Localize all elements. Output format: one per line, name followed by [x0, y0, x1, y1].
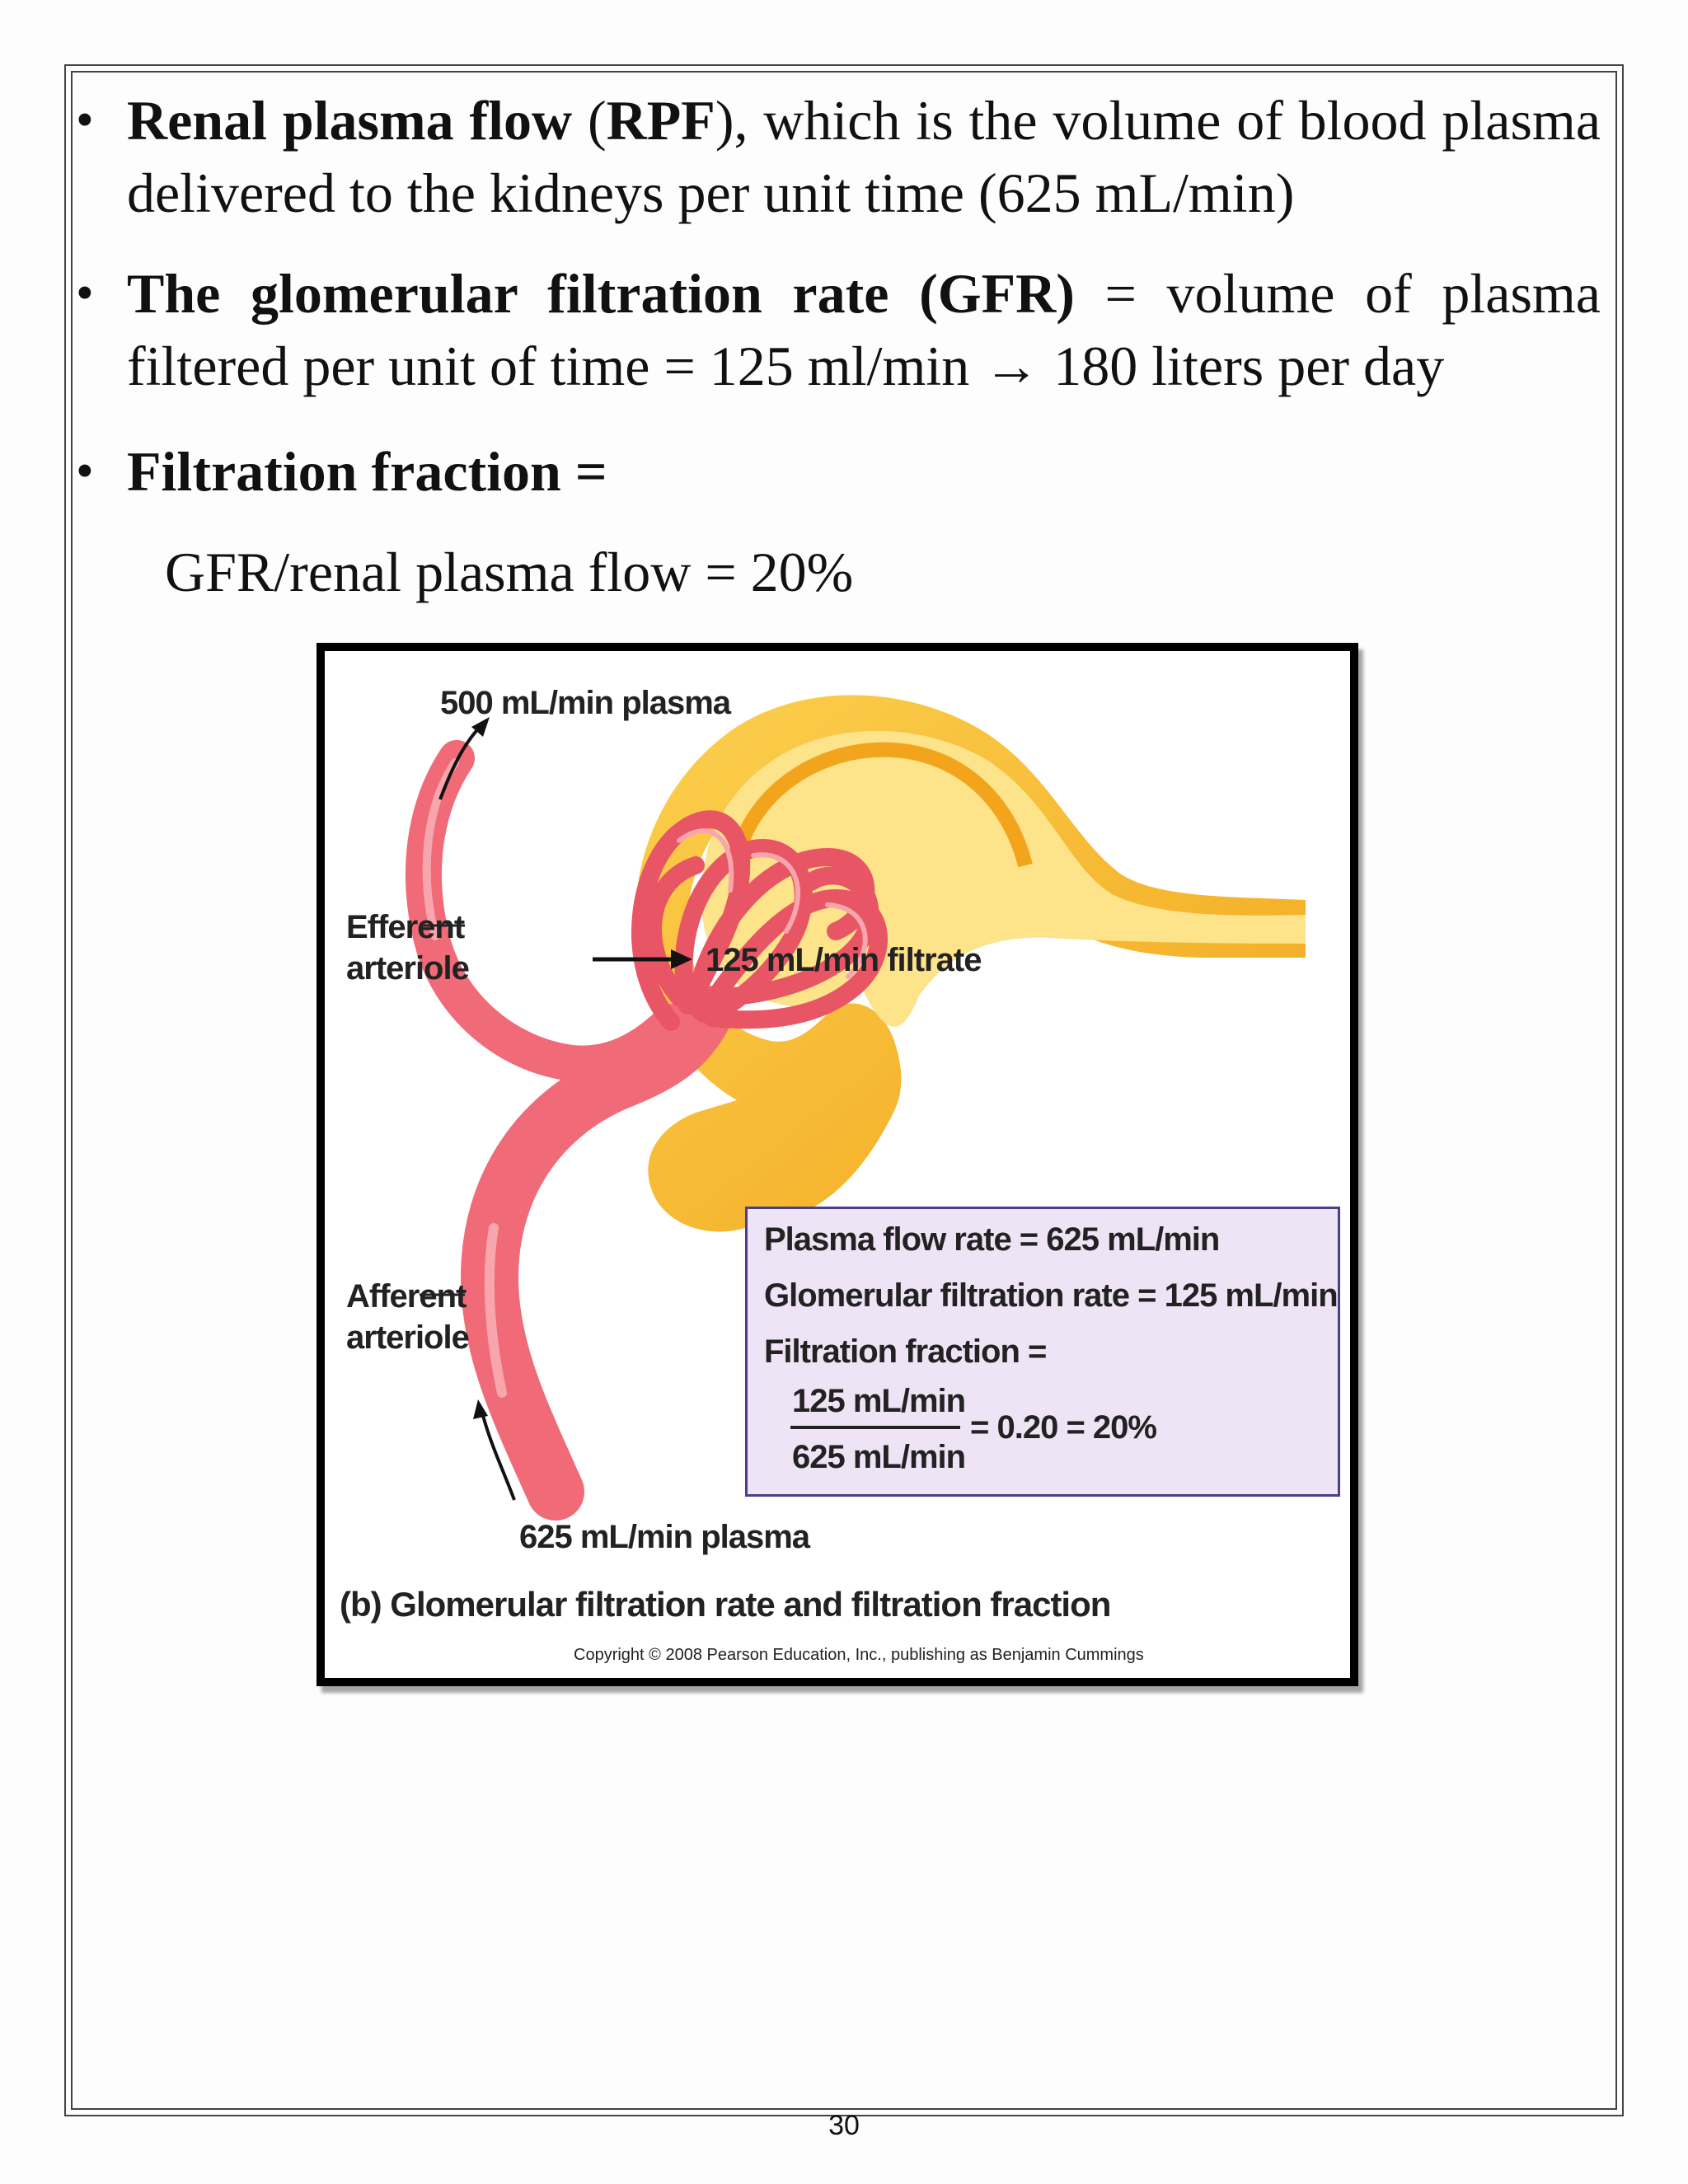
gfr-value: Glomerular filtration rate = 125 mL/min: [764, 1277, 1339, 1314]
abbr-rpf: RPF: [606, 89, 715, 152]
term-gfr: The glomerular filtration rate (GFR): [127, 262, 1075, 325]
arrow-afferent-in: [473, 1399, 516, 1501]
bullet-dot: •: [76, 443, 94, 499]
filtration-fraction-label: Filtration fraction =: [764, 1333, 1047, 1370]
bullet-gfr: • The glomerular filtration rate (GFR) =…: [76, 257, 1601, 402]
fraction-numerator: 125 mL/min: [792, 1383, 966, 1419]
page-number: 30: [828, 2110, 860, 2141]
fraction-bar: [790, 1426, 960, 1429]
label-efferent-flow: 500 mL/min plasma: [440, 685, 731, 721]
bullet-dot: •: [76, 265, 94, 321]
afferent-arteriole: [460, 985, 733, 1521]
fraction-denominator: 625 mL/min: [792, 1439, 966, 1475]
label-afferent-flow: 625 mL/min plasma: [519, 1519, 810, 1555]
capillary-highlights: [677, 828, 868, 979]
rpf-definition: ), which is the volume of blood plasma d…: [127, 89, 1601, 224]
copyright-notice: Copyright © 2008 Pearson Education, Inc.…: [574, 1646, 1144, 1664]
arrow-filtrate: [593, 949, 692, 969]
calculation-box: Plasma flow rate = 625 mL/min Glomerular…: [745, 1207, 1340, 1497]
caption-letter: (b): [340, 1585, 382, 1624]
leader-lines: [420, 924, 465, 1296]
figure-caption: (b) Glomerular filtration rate and filtr…: [340, 1584, 1111, 1625]
plasma-flow-rate: Plasma flow rate = 625 mL/min: [764, 1221, 1220, 1258]
fraction-result: = 0.20 = 20%: [970, 1409, 1157, 1446]
label-afferent-arteriole: Afferent arteriole: [346, 1278, 470, 1356]
page-border-inner: [71, 71, 1617, 2110]
page-border-outer: [64, 64, 1624, 2116]
label-efferent-arteriole: Efferent arteriole: [346, 909, 470, 987]
caption-text: Glomerular filtration rate and filtratio…: [381, 1585, 1111, 1624]
capillary-tuft: [631, 810, 888, 1031]
bullet-dot: •: [76, 92, 94, 148]
arrow-efferent-out: [438, 717, 490, 800]
punct: (: [572, 89, 607, 152]
filtration-fraction-formula: GFR/renal plasma flow = 20%: [165, 541, 854, 603]
bullet-renal-plasma-flow: • Renal plasma flow (RPF), which is the …: [76, 84, 1601, 229]
gfr-definition: = volume of plasma filtered per unit of …: [127, 262, 1601, 397]
term-rpf: Renal plasma flow: [127, 89, 573, 152]
term-filtration-fraction: Filtration fraction =: [127, 440, 607, 503]
glomerulus-illustration: [406, 695, 1306, 1521]
bullet-filtration-fraction: • Filtration fraction =: [76, 435, 1601, 508]
label-filtrate: 125 mL/min filtrate: [706, 942, 982, 978]
glomerulus-figure: 500 mL/min plasma Efferent arteriole 125…: [316, 643, 1358, 1686]
